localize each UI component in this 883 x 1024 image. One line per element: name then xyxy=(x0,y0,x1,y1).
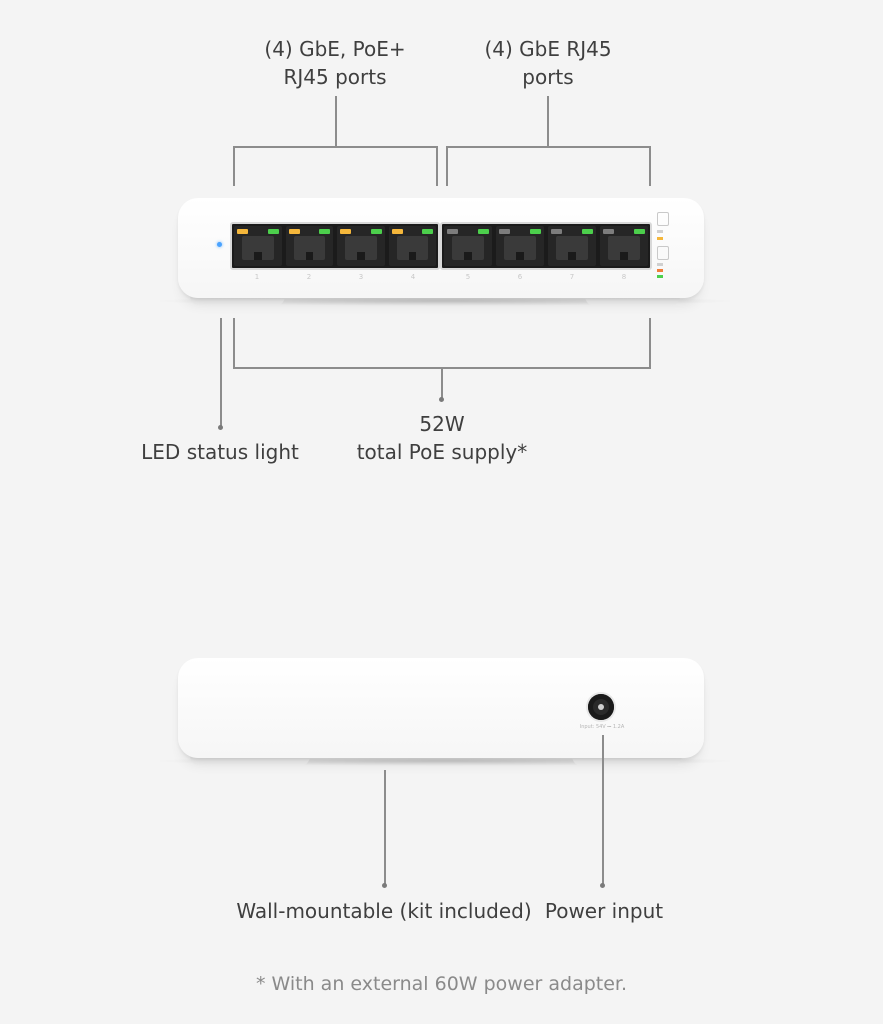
legend-led-icon xyxy=(657,263,663,266)
wall-mount-callout-label: Wall-mountable (kit included) xyxy=(236,899,532,923)
back-device-foot-left xyxy=(190,756,310,766)
poe-supply-bracket-dot xyxy=(439,397,444,402)
wall-mount-callout-line xyxy=(384,770,386,885)
port-1[interactable] xyxy=(234,226,282,266)
port-icon xyxy=(556,236,588,260)
poe-ports-callout-label: (4) GbE, PoE+ RJ45 ports xyxy=(235,35,435,91)
legend-led-icon xyxy=(657,230,663,233)
gbe-ports-callout-label: (4) GbE RJ45 ports xyxy=(448,35,648,91)
port-number: 1 xyxy=(254,273,260,281)
gbe-ports-bracket-left xyxy=(446,146,448,186)
power-jack-icon[interactable] xyxy=(588,694,614,720)
port-3[interactable] xyxy=(337,226,385,266)
power-input-callout-label: Power input xyxy=(544,899,664,923)
poe-supply-callout-label: 52W total PoE supply* xyxy=(330,410,554,466)
port-icon xyxy=(293,236,325,260)
port-icon xyxy=(345,236,377,260)
gbe-ports-bracket-stem xyxy=(547,96,549,146)
port-number: 8 xyxy=(621,273,627,281)
back-device-foot-right xyxy=(572,756,682,766)
led-status-light xyxy=(217,242,222,247)
gbe-ports-bracket-right xyxy=(649,146,651,186)
idle-led-icon xyxy=(499,229,510,234)
gbe-port-group xyxy=(440,222,652,270)
power-input-callout-dot xyxy=(600,883,605,888)
port-number: 5 xyxy=(465,273,471,281)
port-2[interactable] xyxy=(285,226,333,266)
port-legend-icon xyxy=(657,246,669,260)
poe-supply-callout-line2: total PoE supply* xyxy=(356,440,528,464)
port-7[interactable] xyxy=(548,226,596,266)
port-number: 7 xyxy=(569,273,575,281)
poe-supply-bracket-stem xyxy=(441,367,443,399)
poe-led-icon xyxy=(288,229,300,234)
link-led-icon xyxy=(478,229,489,234)
poe-supply-bracket-right xyxy=(649,318,651,368)
link-led-icon xyxy=(370,229,382,234)
port-number: 6 xyxy=(517,273,523,281)
poe-ports-bracket-stem xyxy=(335,96,337,146)
poe-ports-callout-line1: (4) GbE, PoE+ xyxy=(264,37,406,61)
poe-led-icon xyxy=(237,229,248,234)
link-led-icon xyxy=(530,229,541,234)
power-input-callout-line xyxy=(602,735,604,885)
poe-led-icon xyxy=(391,229,403,234)
footnote: * With an external 60W power adapter. xyxy=(255,973,628,995)
front-device-shadow xyxy=(150,296,740,306)
poe-ports-bracket-right xyxy=(436,146,438,186)
poe-supply-callout-line1: 52W xyxy=(419,412,465,436)
poe-ports-bracket-left xyxy=(233,146,235,186)
switch-back-panel xyxy=(178,658,704,758)
poe-supply-bracket-left xyxy=(233,318,235,368)
link-led-icon xyxy=(319,229,330,234)
poe-ports-bracket-bar xyxy=(233,146,438,148)
legend-led-icon xyxy=(657,269,663,272)
wall-mount-callout-dot xyxy=(382,883,387,888)
link-led-icon xyxy=(422,229,433,234)
led-callout-dot xyxy=(218,425,223,430)
legend-led-icon xyxy=(657,275,663,278)
led-status-callout-label: LED status light xyxy=(141,440,299,464)
link-led-icon xyxy=(582,229,593,234)
port-number: 2 xyxy=(306,273,312,281)
legend-led-icon xyxy=(657,237,663,240)
idle-led-icon xyxy=(447,229,458,234)
gbe-ports-callout-line2: ports xyxy=(522,65,574,89)
led-callout-line xyxy=(220,318,222,428)
port-icon xyxy=(608,236,640,260)
port-4[interactable] xyxy=(388,226,436,266)
back-device-shadow xyxy=(150,756,740,766)
poe-port-group xyxy=(230,222,440,270)
idle-led-icon xyxy=(603,229,614,234)
port-8[interactable] xyxy=(600,226,648,266)
port-icon xyxy=(452,236,484,260)
port-number: 3 xyxy=(358,273,364,281)
port-number: 4 xyxy=(410,273,416,281)
idle-led-icon xyxy=(551,229,562,234)
port-legend-icon xyxy=(657,212,669,226)
front-device-foot-right xyxy=(585,296,680,306)
port-icon xyxy=(504,236,536,260)
power-jack-rating: Input: 54V ⎓ 1.2A xyxy=(579,724,625,730)
gbe-ports-callout-line1: (4) GbE RJ45 xyxy=(484,37,612,61)
link-led-icon xyxy=(634,229,645,234)
front-device-foot-left xyxy=(190,296,285,306)
port-icon xyxy=(242,236,274,260)
port-icon xyxy=(396,236,428,260)
port-5[interactable] xyxy=(444,226,492,266)
poe-led-icon xyxy=(340,229,351,234)
port-6[interactable] xyxy=(496,226,544,266)
poe-ports-callout-line2: RJ45 ports xyxy=(283,65,387,89)
link-led-icon xyxy=(267,229,279,234)
gbe-ports-bracket-bar xyxy=(446,146,651,148)
